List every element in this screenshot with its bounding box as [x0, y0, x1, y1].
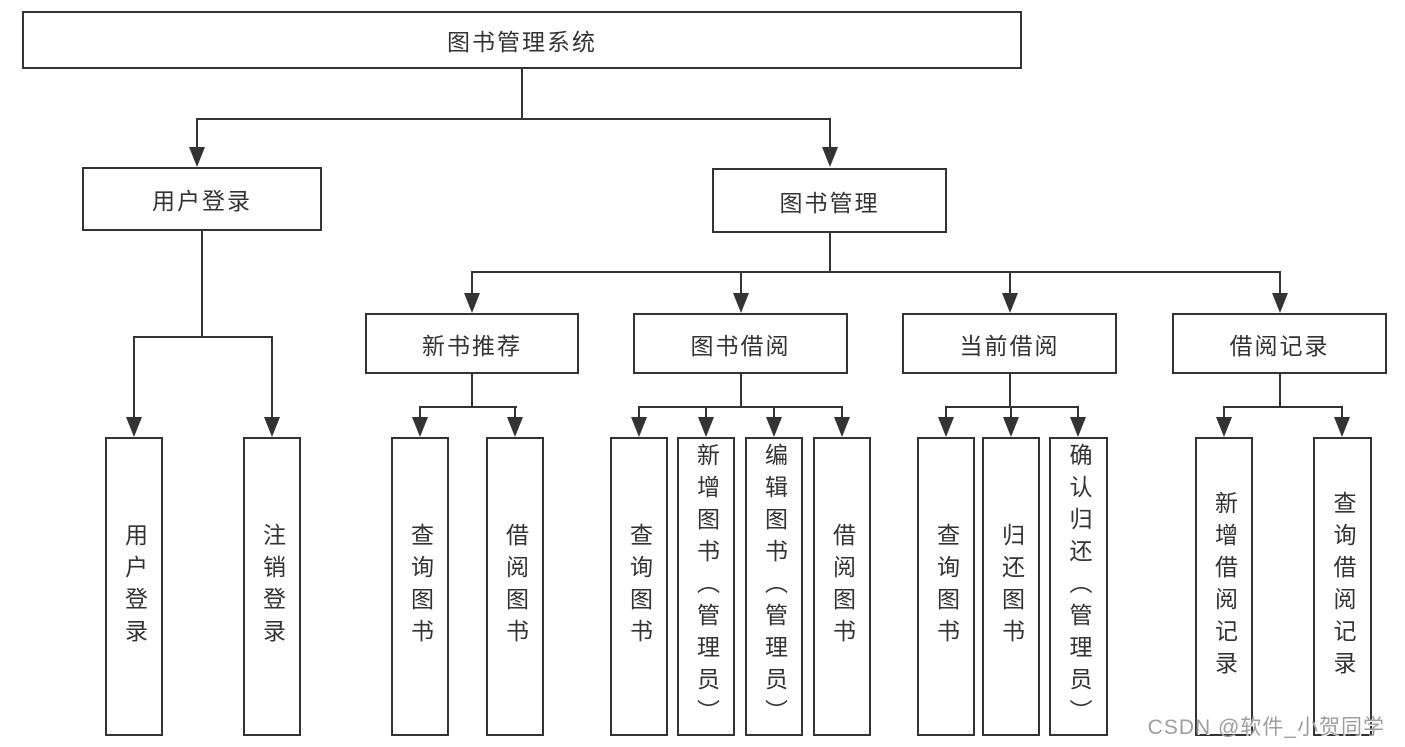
leaf-edit-book-admin: 编辑图书（管理员） [745, 437, 803, 736]
connector-line [829, 118, 831, 150]
arrowhead-down-icon [938, 417, 954, 437]
connector-line [1279, 271, 1281, 295]
connector-line [471, 271, 473, 295]
node-label: 图书借阅 [690, 332, 791, 359]
connector-line [1223, 406, 1225, 419]
leaf-query-books-recommend: 查询图书 [391, 437, 449, 736]
connector-line [705, 406, 707, 419]
leaf-label: 注销登录 [259, 522, 286, 651]
leaf-label: 查询图书 [933, 522, 960, 651]
node-new-book-recommend: 新书推荐 [365, 313, 579, 374]
arrowhead-down-icon [464, 293, 480, 313]
connector-line [1077, 406, 1079, 419]
node-label: 用户登录 [152, 188, 252, 214]
connector-line [471, 374, 473, 408]
connector-line [773, 406, 775, 419]
node-label: 图书管理 [779, 189, 880, 216]
leaf-label: 归还图书 [998, 522, 1025, 651]
arrowhead-down-icon [1002, 293, 1018, 313]
node-user-login: 用户登录 [82, 167, 322, 231]
leaf-label: 编辑图书（管理员） [761, 442, 788, 731]
leaf-label: 查询借阅记录 [1330, 490, 1356, 683]
arrowhead-down-icon [822, 147, 838, 167]
connector-line [521, 69, 523, 119]
connector-line [196, 118, 831, 120]
leaf-label: 新增图书（管理员） [693, 442, 720, 731]
connector-line [1009, 271, 1011, 295]
node-root-library-management-system: 图书管理系统 [22, 11, 1022, 69]
arrowhead-down-icon [766, 417, 782, 437]
node-label: 借阅记录 [1229, 332, 1330, 359]
connector-line [514, 406, 516, 419]
arrowhead-down-icon [733, 293, 749, 313]
connector-line [945, 406, 947, 419]
connector-line [419, 406, 421, 419]
leaf-confirm-return-admin: 确认归还（管理员） [1049, 437, 1108, 736]
connector-line [1010, 406, 1012, 419]
leaf-query-books-current: 查询图书 [917, 437, 975, 736]
leaf-user-login: 用户登录 [105, 437, 163, 736]
leaf-label: 借阅图书 [829, 522, 856, 651]
leaf-label: 查询图书 [407, 522, 434, 651]
leaf-query-borrow-record: 查询借阅记录 [1313, 437, 1372, 736]
leaf-label: 用户登录 [121, 522, 148, 651]
connector-line [841, 406, 843, 419]
leaf-label: 新增借阅记录 [1211, 490, 1238, 683]
connector-line [196, 118, 198, 150]
arrowhead-down-icon [631, 417, 647, 437]
node-book-borrow: 图书借阅 [633, 313, 848, 374]
arrowhead-down-icon [1070, 417, 1086, 437]
connector-line [1223, 406, 1343, 408]
arrowhead-down-icon [1003, 417, 1019, 437]
connector-line [740, 271, 742, 295]
connector-line [271, 336, 273, 419]
connector-line [638, 406, 843, 408]
node-borrow-records: 借阅记录 [1172, 313, 1387, 374]
csdn-watermark: CSDN @软件_小贺同学 [1147, 716, 1385, 739]
node-label: 新书推荐 [422, 332, 522, 359]
arrowhead-down-icon [507, 417, 523, 437]
connector-line [638, 406, 640, 419]
arrowhead-down-icon [412, 417, 428, 437]
connector-line [1009, 374, 1011, 408]
leaf-add-borrow-record: 新增借阅记录 [1195, 437, 1253, 736]
node-label: 当前借阅 [959, 332, 1060, 359]
leaf-return-book: 归还图书 [982, 437, 1040, 736]
arrowhead-down-icon [834, 417, 850, 437]
connector-line [133, 336, 273, 338]
connector-line [419, 406, 517, 408]
connector-line [133, 336, 135, 419]
arrowhead-down-icon [1216, 417, 1232, 437]
arrowhead-down-icon [264, 417, 280, 437]
connector-line [829, 233, 831, 273]
leaf-query-books-borrow: 查询图书 [610, 437, 668, 736]
arrowhead-down-icon [126, 417, 142, 437]
connector-line [201, 231, 203, 338]
leaf-add-book-admin: 新增图书（管理员） [677, 437, 735, 736]
node-current-borrow: 当前借阅 [902, 313, 1117, 374]
connector-line [471, 271, 1281, 273]
arrowhead-down-icon [189, 147, 205, 167]
node-label: 图书管理系统 [447, 29, 597, 55]
leaf-logout: 注销登录 [243, 437, 301, 736]
connector-line [945, 406, 1079, 408]
arrowhead-down-icon [698, 417, 714, 437]
connector-line [1279, 374, 1281, 408]
arrowhead-down-icon [1272, 293, 1288, 313]
leaf-label: 查询图书 [626, 522, 653, 651]
arrowhead-down-icon [1334, 417, 1350, 437]
connector-line [740, 374, 742, 408]
leaf-borrow-books: 借阅图书 [813, 437, 871, 736]
leaf-borrow-books-recommend: 借阅图书 [486, 437, 544, 736]
leaf-label: 借阅图书 [502, 522, 529, 651]
leaf-label: 确认归还（管理员） [1066, 442, 1092, 731]
node-book-management: 图书管理 [712, 168, 947, 233]
connector-line [1341, 406, 1343, 419]
